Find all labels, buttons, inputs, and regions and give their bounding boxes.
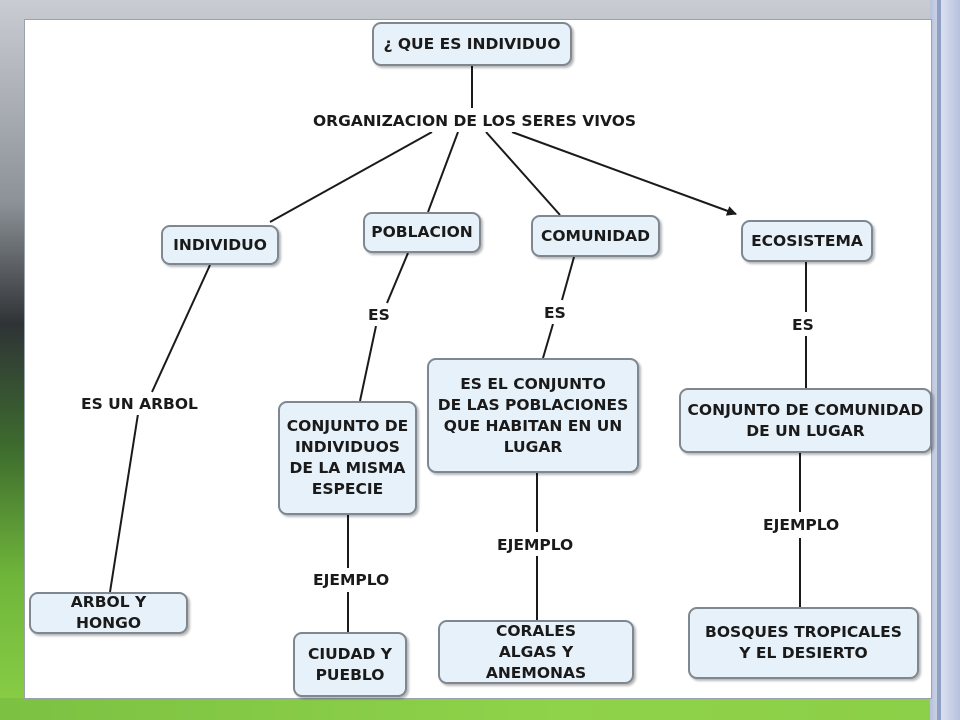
- line-individuo-to-es-un-arbol: [151, 264, 211, 393]
- line-comunidad-to-es: [561, 256, 575, 301]
- bottom-decorative-strip: [0, 698, 930, 720]
- comunidad-node: COMUNIDAD: [531, 215, 660, 257]
- comunidad-ejemplo-label: EJEMPLO: [494, 534, 577, 556]
- bosques-tropicales-node: BOSQUES TROPICALES Y EL DESIERTO: [688, 607, 919, 679]
- ecosistema-definition-node: CONJUNTO DE COMUNIDAD DE UN LUGAR: [679, 388, 932, 453]
- poblacion-node: POBLACION: [363, 212, 481, 253]
- ciudad-y-pueblo-node: CIUDAD Y PUEBLO: [293, 632, 407, 697]
- line-es-to-poblacion-definition: [359, 325, 377, 402]
- comunidad-definition-node: ES EL CONJUNTO DE LAS POBLACIONES QUE HA…: [427, 358, 639, 473]
- individuo-node: INDIVIDUO: [161, 225, 279, 265]
- poblacion-es-label: ES: [365, 304, 393, 326]
- arbol-y-hongo-node: ARBOL Y HONGO: [29, 592, 188, 634]
- individuo-link-label: ES UN ARBOL: [78, 393, 201, 415]
- corales-node: CORALES ALGAS Y ANEMONAS: [438, 620, 634, 684]
- line-es-un-arbol-to-arbol-y-hongo: [109, 413, 139, 593]
- line-es-to-comunidad-definition: [542, 323, 554, 359]
- ecosistema-node: ECOSISTEMA: [741, 220, 873, 262]
- ecosistema-ejemplo-label: EJEMPLO: [760, 514, 843, 536]
- line-poblacion-to-es: [386, 252, 409, 304]
- line-link-to-poblacion: [427, 131, 459, 213]
- right-decorative-strip: [930, 0, 960, 720]
- poblacion-definition-node: CONJUNTO DE INDIVIDUOS DE LA MISMA ESPEC…: [278, 401, 417, 515]
- line-link-to-comunidad: [485, 131, 561, 216]
- root-question-node: ¿ QUE ES INDIVIDUO: [372, 22, 572, 66]
- arrow-link-to-ecosistema: [511, 131, 737, 216]
- root-link-phrase: ORGANIZACION DE LOS SERES VIVOS: [310, 110, 640, 132]
- poblacion-ejemplo-label: EJEMPLO: [310, 569, 393, 591]
- ecosistema-es-label: ES: [789, 314, 817, 336]
- comunidad-es-label: ES: [541, 302, 569, 324]
- line-link-to-individuo: [269, 131, 433, 223]
